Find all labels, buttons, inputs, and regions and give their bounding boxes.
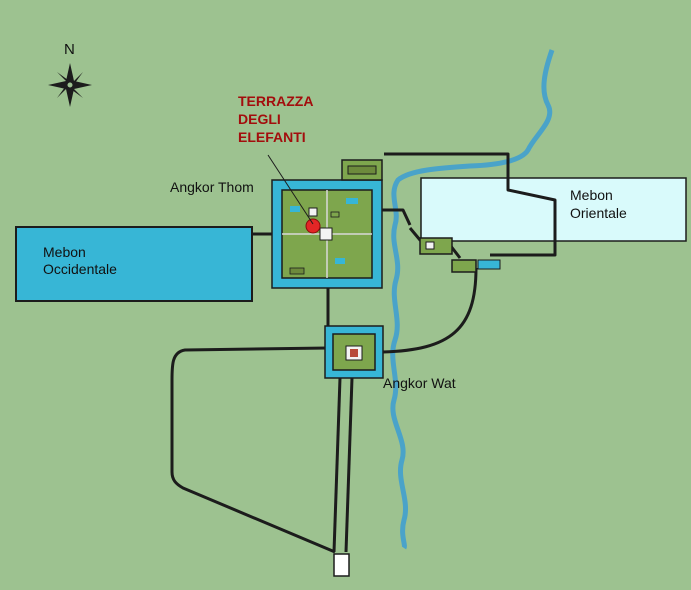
mebon-orientale-label-line1: Mebon	[570, 187, 613, 203]
eastern-temple-inner	[425, 241, 435, 250]
northern-temple-inner	[347, 165, 377, 175]
mebon-orientale-label-line2: Orientale	[570, 205, 627, 221]
terrazza-label-line2: DEGLI	[238, 111, 281, 127]
angkor-thom-pool-1	[290, 206, 300, 212]
eastern-pool	[477, 259, 501, 270]
angkor-thom-pool-4	[289, 267, 305, 275]
river	[390, 49, 555, 550]
eastern-shrine-small	[451, 259, 477, 273]
mebon-occidentale-label-line2: Occidentale	[43, 261, 117, 277]
terrazza-degli-elefanti-marker	[305, 218, 321, 234]
angkor-thom-bayon	[319, 227, 333, 241]
angkor-thom-structure-2	[330, 211, 340, 218]
terrazza-label-line3: ELEFANTI	[238, 129, 306, 145]
compass-rose	[48, 63, 92, 107]
eastern-temple	[419, 237, 453, 255]
terrazza-label-line1: TERRAZZA	[238, 93, 313, 109]
angkor-thom-complex	[271, 179, 383, 289]
terrazza-leader-line	[267, 154, 314, 225]
compass-rose-center	[66, 81, 74, 89]
angkor-thom-pool-2	[346, 198, 358, 204]
angkor-wat-sanctuary	[350, 349, 358, 357]
angkor-thom-pool-3	[335, 258, 345, 264]
angkor-wat-label: Angkor Wat	[383, 375, 456, 391]
mebon-occidentale-label-line1: Mebon	[43, 244, 86, 260]
angkor-thom-label: Angkor Thom	[170, 179, 254, 195]
angkor-wat-complex	[324, 325, 384, 379]
compass-north-label: N	[64, 41, 75, 58]
mebon-occidentale-reservoir	[15, 226, 253, 302]
angkor-thom-structure	[308, 207, 318, 217]
southern-gate	[333, 553, 350, 577]
